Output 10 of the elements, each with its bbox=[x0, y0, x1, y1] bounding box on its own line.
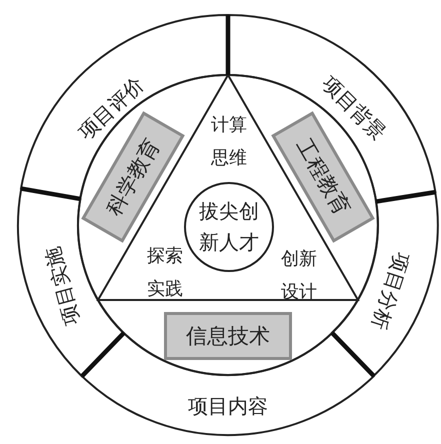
subject-label: 科学教育 bbox=[102, 135, 164, 219]
subject-box bbox=[164, 312, 292, 360]
segment-label: 项目分析 bbox=[369, 250, 414, 332]
corner-label: 计算思维 bbox=[210, 114, 248, 171]
subject-label: 信息技术 bbox=[186, 326, 270, 346]
segment-label: 项目内容 bbox=[188, 396, 268, 416]
segment-label: 项目实施 bbox=[42, 244, 82, 327]
corner-label: 创新设计 bbox=[280, 248, 318, 305]
center-label: 拔尖创新人才 bbox=[198, 198, 260, 256]
corner-label: 探索实践 bbox=[146, 244, 184, 302]
